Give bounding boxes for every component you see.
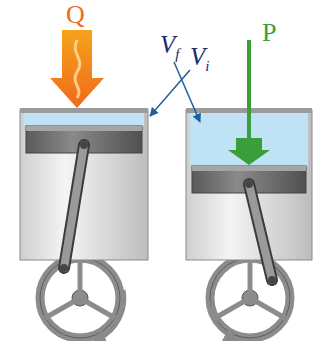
pressure-label: P (262, 20, 276, 46)
heat-arrow (50, 30, 104, 108)
connecting-rod (64, 145, 84, 268)
left-engine (20, 30, 190, 340)
right-engine (174, 40, 312, 338)
cylinder-head (20, 108, 148, 113)
cylinder (20, 110, 148, 260)
leader-line (150, 70, 190, 116)
flywheel (40, 258, 120, 338)
volume-label: Vi (190, 44, 209, 74)
gas-volume (24, 113, 144, 126)
rotation-arrow (98, 290, 125, 340)
leader-line (174, 62, 200, 122)
heat-label: Q (66, 2, 85, 28)
rotation-arrow (212, 300, 232, 338)
connecting-rod (249, 184, 272, 280)
volume-label: Vf (160, 32, 179, 62)
flywheel (210, 258, 290, 338)
pressure-arrow (247, 40, 251, 140)
